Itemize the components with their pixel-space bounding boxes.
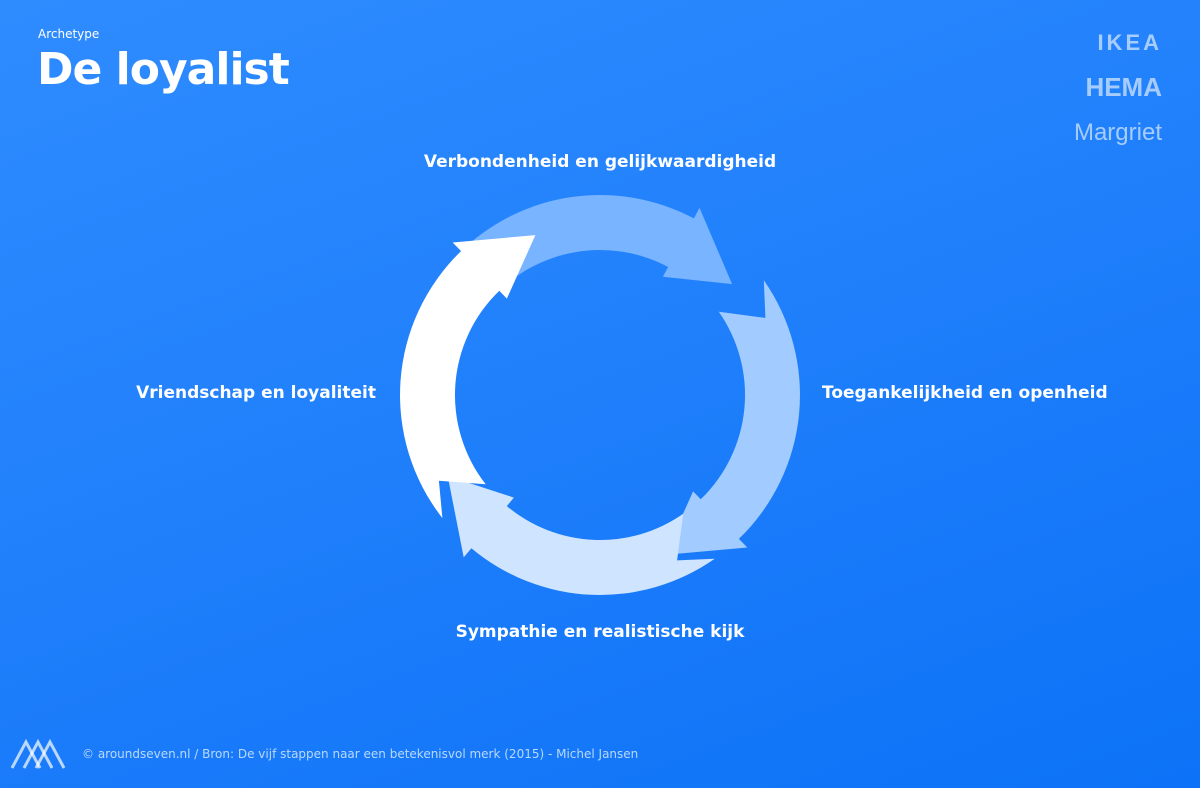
footer: © aroundseven.nl / Bron: De vijf stappen… bbox=[10, 738, 638, 770]
cycle-label-top: Verbondenheid en gelijkwaardigheid bbox=[423, 152, 777, 172]
cycle-label-right: Toegankelijkheid en openheid bbox=[822, 383, 1108, 403]
brand-logos: IKEA HEMA Margriet bbox=[1074, 30, 1162, 163]
brand-logo-ikea: IKEA bbox=[1097, 30, 1162, 55]
brand-logo-margriet: Margriet bbox=[1073, 119, 1162, 146]
cycle-label-left: Vriendschap en loyaliteit bbox=[136, 383, 376, 403]
cycle-arrow-bottom bbox=[447, 476, 715, 595]
cycle-arrow-top bbox=[451, 195, 733, 298]
cycle-diagram bbox=[400, 195, 800, 595]
cycle-arrows bbox=[400, 195, 800, 595]
cycle-arrow-right bbox=[664, 280, 800, 555]
footer-credit: © aroundseven.nl / Bron: De vijf stappen… bbox=[82, 747, 639, 761]
aroundseven-logo-icon bbox=[10, 738, 66, 769]
cycle-label-bottom: Sympathie en realistische kijk bbox=[455, 622, 745, 642]
cycle-arrow-left bbox=[400, 235, 536, 519]
eyebrow-label: Archetype bbox=[38, 27, 100, 41]
page-title: De loyalist bbox=[37, 44, 290, 95]
brand-logo-hema: HEMA bbox=[1085, 72, 1162, 102]
